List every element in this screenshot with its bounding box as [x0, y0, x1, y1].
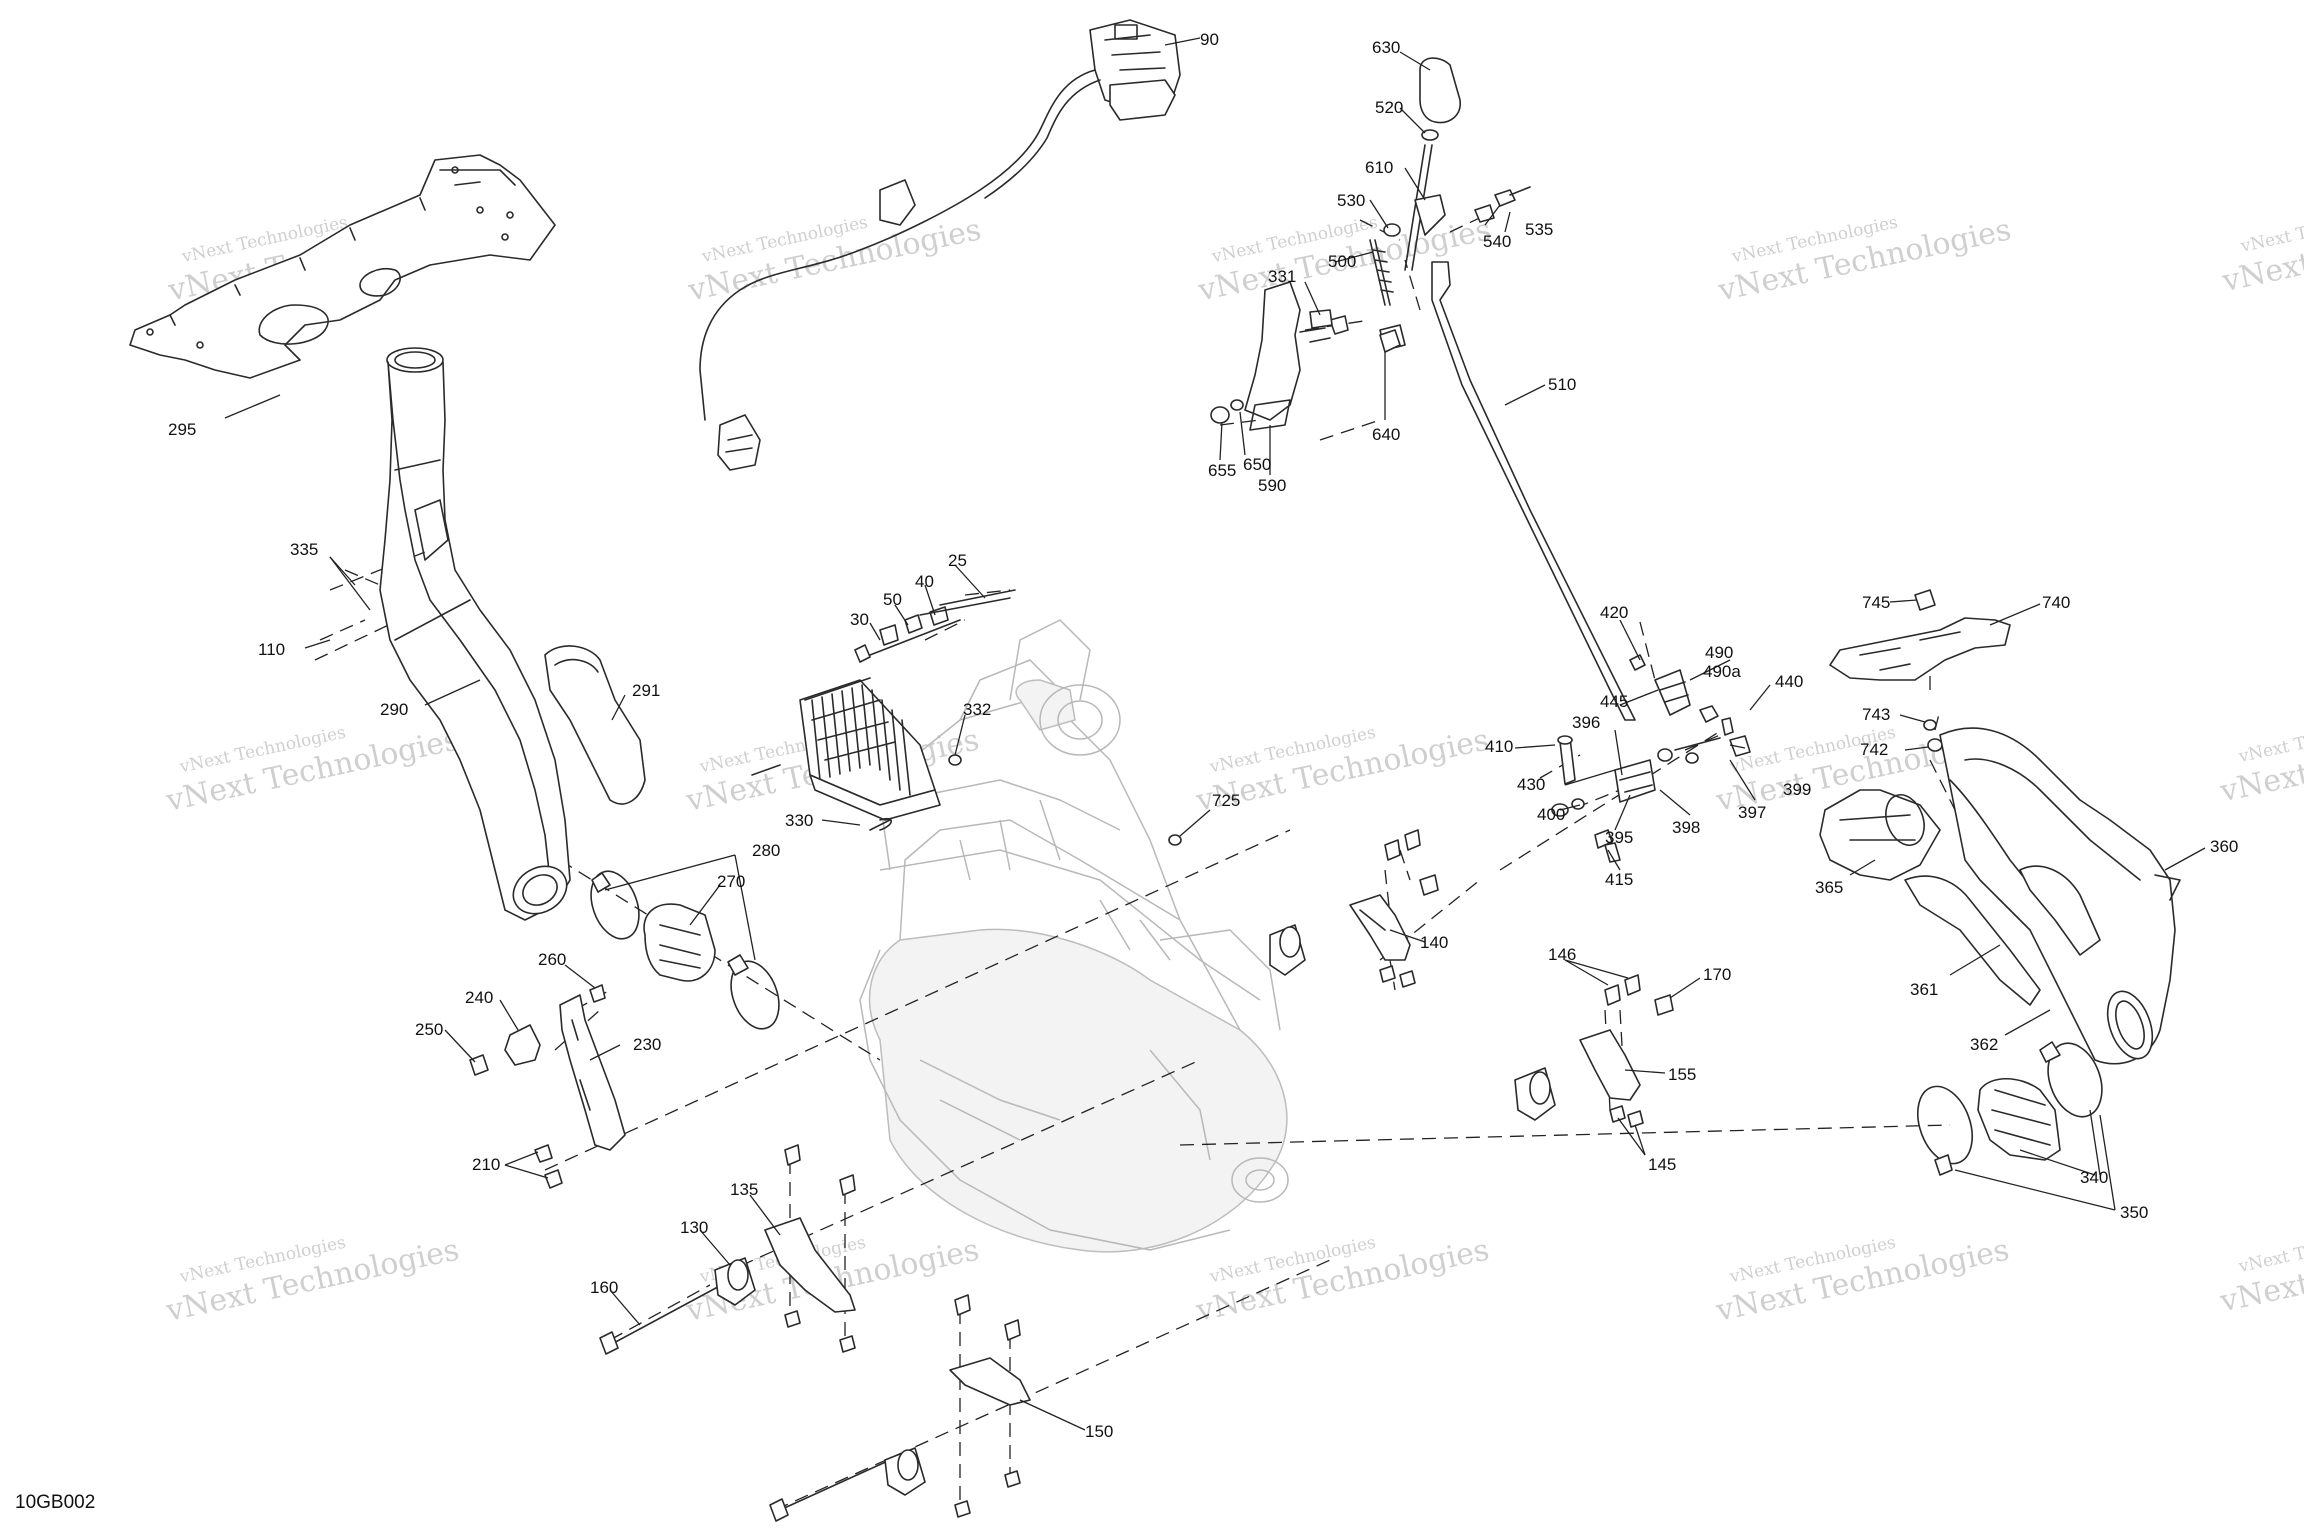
callout-420: 420	[1600, 603, 1628, 622]
callout-740: 740	[2042, 593, 2070, 612]
callout-650: 650	[1243, 455, 1271, 474]
callout-160: 160	[590, 1278, 618, 1297]
callouts: 90 630 520 610 530 535 540 331 500 510 6…	[168, 30, 2238, 1441]
callout-250: 250	[415, 1020, 443, 1039]
callout-490: 490	[1705, 643, 1733, 662]
engine-mount-135	[599, 1144, 856, 1355]
callout-500: 500	[1328, 252, 1356, 271]
callout-360: 360	[2210, 837, 2238, 856]
callout-90: 90	[1200, 30, 1219, 49]
callout-410: 410	[1485, 737, 1513, 756]
callout-145: 145	[1648, 1155, 1676, 1174]
callout-361: 361	[1910, 980, 1938, 999]
callout-445: 445	[1600, 692, 1628, 711]
bracket-740	[1829, 589, 2011, 752]
callout-330: 330	[785, 811, 813, 830]
callout-610: 610	[1365, 158, 1393, 177]
callout-397: 397	[1738, 803, 1766, 822]
callout-415: 415	[1605, 870, 1633, 889]
callout-260: 260	[538, 950, 566, 969]
callout-510: 510	[1548, 375, 1576, 394]
callout-25: 25	[948, 551, 967, 570]
callout-725: 725	[1212, 791, 1240, 810]
shift-lever-assembly	[1210, 57, 1636, 721]
callout-270: 270	[717, 872, 745, 891]
callout-398: 398	[1672, 818, 1700, 837]
coupler-right	[1917, 1041, 2103, 1176]
callout-146: 146	[1548, 945, 1576, 964]
callout-30: 30	[850, 610, 869, 629]
callout-440: 440	[1775, 672, 1803, 691]
callout-365: 365	[1815, 878, 1843, 897]
callout-362: 362	[1970, 1035, 1998, 1054]
callout-110: 110	[258, 640, 285, 659]
mount-bracket-left	[469, 984, 626, 1189]
callout-295: 295	[168, 420, 196, 439]
callout-335: 335	[290, 540, 318, 559]
callout-290: 290	[380, 700, 408, 719]
callout-400: 400	[1537, 805, 1565, 824]
engine-mount-140	[1269, 829, 1439, 988]
callout-240: 240	[465, 988, 493, 1007]
engine-ghost	[859, 619, 1289, 1253]
leader-lines	[224, 37, 2206, 1431]
callout-135: 135	[730, 1180, 758, 1199]
callout-280: 280	[752, 841, 780, 860]
callout-630: 630	[1372, 38, 1400, 57]
callout-430: 430	[1517, 775, 1545, 794]
callout-530: 530	[1337, 191, 1365, 210]
callout-150: 150	[1085, 1422, 1113, 1441]
callout-291: 291	[632, 681, 660, 700]
intake-cover	[544, 645, 646, 805]
callout-40: 40	[915, 572, 934, 591]
callout-743: 743	[1862, 705, 1890, 724]
callout-742: 742	[1860, 740, 1888, 759]
callout-399: 399	[1783, 780, 1811, 799]
intake-duct	[379, 347, 571, 921]
callout-331: 331	[1268, 267, 1296, 286]
switch-harness	[699, 19, 1181, 471]
linkage-parts	[1551, 654, 1751, 863]
callout-340: 340	[2080, 1168, 2108, 1187]
callout-350: 350	[2120, 1203, 2148, 1222]
callout-396: 396	[1572, 713, 1600, 732]
engine-mount-150	[769, 1294, 1031, 1522]
callout-745: 745	[1862, 593, 1890, 612]
callout-155: 155	[1668, 1065, 1696, 1084]
callout-520: 520	[1375, 98, 1403, 117]
callout-655: 655	[1208, 461, 1236, 480]
callout-230: 230	[633, 1035, 661, 1054]
callout-490a: 490a	[1703, 662, 1741, 681]
callout-540: 540	[1483, 232, 1511, 251]
engine-mount-155	[1514, 974, 1674, 1128]
callout-50: 50	[883, 590, 902, 609]
callout-535: 535	[1525, 220, 1553, 239]
callout-332: 332	[963, 700, 991, 719]
reference-code: 10GB002	[15, 1492, 95, 1513]
callout-395: 395	[1605, 828, 1633, 847]
airbox	[1819, 727, 2181, 1065]
callout-170: 170	[1703, 965, 1731, 984]
callout-210: 210	[472, 1155, 500, 1174]
callout-590: 590	[1258, 476, 1286, 495]
ecm-module	[751, 589, 1182, 846]
callout-140: 140	[1420, 933, 1448, 952]
clamp-coupler	[590, 870, 780, 1030]
callout-640: 640	[1372, 425, 1400, 444]
heat-shield-plate	[129, 154, 556, 379]
callout-130: 130	[680, 1218, 708, 1237]
